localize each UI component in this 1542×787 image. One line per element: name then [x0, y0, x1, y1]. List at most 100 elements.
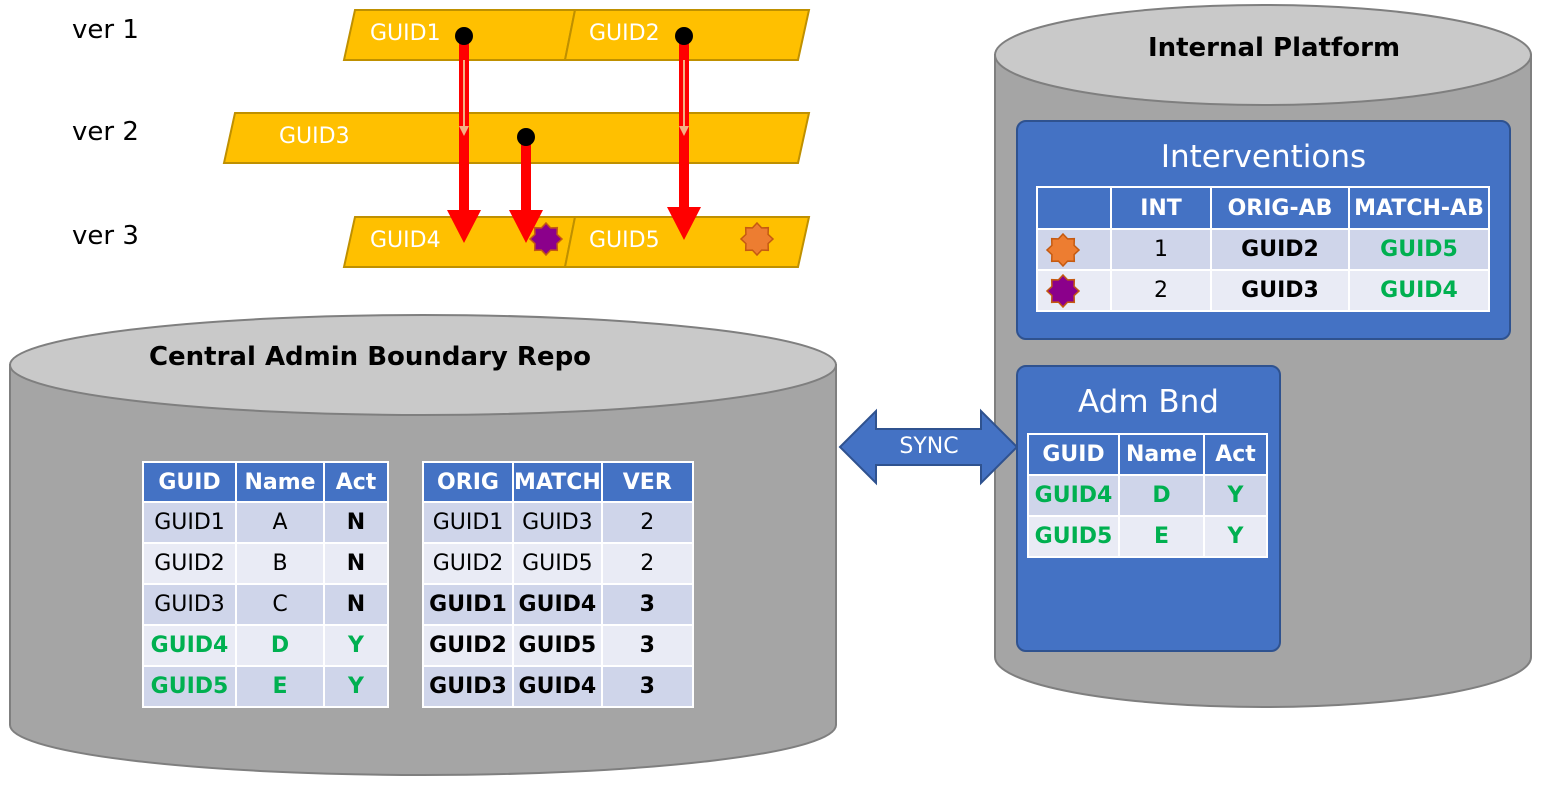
ver-2-label: ver 2 — [72, 117, 139, 147]
guid4-label: GUID4 — [370, 228, 441, 253]
col-act: Act — [1203, 433, 1268, 476]
cell: Y — [323, 624, 389, 667]
cell: GUID2 — [422, 542, 514, 585]
cell: 2 — [600, 501, 694, 544]
col-guid: GUID — [142, 461, 237, 503]
col-match: MATCH — [512, 461, 603, 503]
purple-star-icon — [1046, 273, 1080, 308]
col-star — [1036, 186, 1112, 230]
purple-star-icon — [528, 221, 564, 257]
interventions-title: Interventions — [1160, 139, 1367, 175]
cell: GUID4 — [142, 624, 237, 667]
ver-3-label: ver 3 — [72, 221, 139, 251]
cell: N — [323, 501, 389, 544]
table-row: GUID3 C N — [142, 583, 389, 626]
boundary-table: GUID Name Act GUID1 A N GUID2 B N GUID3 … — [142, 461, 389, 708]
cell: 2 — [1110, 269, 1212, 312]
arrow-shaft-guid3 — [521, 137, 531, 214]
guid5-label: GUID5 — [589, 228, 660, 253]
cell: GUID5 — [1027, 515, 1120, 558]
cell: B — [235, 542, 325, 585]
col-orig: ORIG — [422, 461, 514, 503]
orange-star-icon — [739, 221, 775, 257]
cell: GUID2 — [142, 542, 237, 585]
cell: GUID1 — [142, 501, 237, 544]
col-ver: VER — [600, 461, 694, 503]
cell: GUID1 — [422, 583, 514, 626]
dot-guid2 — [675, 27, 693, 45]
cell: GUID5 — [512, 624, 603, 667]
table-row: GUID2 B N — [142, 542, 389, 585]
col-int: INT — [1110, 186, 1212, 230]
match-arrows — [447, 36, 701, 243]
col-act: Act — [323, 461, 389, 503]
cell: GUID1 — [422, 501, 514, 544]
table-row: GUID2 GUID5 3 — [422, 624, 694, 667]
table-row: GUID4 D Y — [1027, 474, 1268, 517]
cell: 1 — [1110, 228, 1212, 271]
cell: 3 — [600, 665, 694, 708]
col-match-ab: MATCH-AB — [1348, 186, 1490, 230]
cell: GUID3 — [1210, 269, 1350, 312]
central-repo-title: Central Admin Boundary Repo — [148, 342, 592, 372]
cell: E — [235, 665, 325, 708]
table-row: GUID5 E Y — [1027, 515, 1268, 558]
cell: N — [323, 583, 389, 626]
cell: E — [1118, 515, 1205, 558]
cell: GUID4 — [512, 665, 603, 708]
cell: GUID4 — [1027, 474, 1120, 517]
cell: GUID4 — [1348, 269, 1490, 312]
cell: N — [323, 542, 389, 585]
table-row: GUID1 A N — [142, 501, 389, 544]
cell: 2 — [600, 542, 694, 585]
guid3-label: GUID3 — [279, 124, 350, 149]
cell: GUID5 — [142, 665, 237, 708]
sync-label: SYNC — [899, 434, 959, 459]
cell: Y — [323, 665, 389, 708]
star-cell — [1036, 228, 1112, 271]
table-row: GUID4 D Y — [142, 624, 389, 667]
bar-guid3 — [222, 112, 811, 164]
star-cell — [1036, 269, 1112, 312]
arrow-head-guid3 — [509, 210, 543, 243]
cell: GUID3 — [512, 501, 603, 544]
col-guid: GUID — [1027, 433, 1120, 476]
adm-bnd-table: GUID Name Act GUID4 D Y GUID5 E Y — [1027, 433, 1268, 558]
guid1-label: GUID1 — [370, 21, 441, 46]
table-row: GUID5 E Y — [142, 665, 389, 708]
table-row: 2 GUID3 GUID4 — [1036, 269, 1490, 312]
col-name: Name — [1118, 433, 1205, 476]
cell: GUID5 — [1348, 228, 1490, 271]
table-row: GUID1 GUID3 2 — [422, 501, 694, 544]
arrow-head-guid2 — [667, 207, 701, 240]
match-table: ORIG MATCH VER GUID1 GUID3 2 GUID2 GUID5… — [422, 461, 694, 708]
table-row: GUID2 GUID5 2 — [422, 542, 694, 585]
cell: Y — [1203, 515, 1268, 558]
table-row: GUID1 GUID4 3 — [422, 583, 694, 626]
cell: Y — [1203, 474, 1268, 517]
col-name: Name — [235, 461, 325, 503]
table-row: 1 GUID2 GUID5 — [1036, 228, 1490, 271]
internal-platform-title: Internal Platform — [1147, 33, 1401, 63]
cell: A — [235, 501, 325, 544]
cell: C — [235, 583, 325, 626]
guid2-label: GUID2 — [589, 21, 660, 46]
cell: GUID4 — [512, 583, 603, 626]
cell: 3 — [600, 583, 694, 626]
ver-1-label: ver 1 — [72, 15, 139, 45]
cell: D — [1118, 474, 1205, 517]
table-row: GUID3 GUID4 3 — [422, 665, 694, 708]
cell: GUID2 — [1210, 228, 1350, 271]
cell: GUID3 — [142, 583, 237, 626]
cell: GUID5 — [512, 542, 603, 585]
orange-star-icon — [1046, 232, 1080, 267]
interventions-table: INT ORIG-AB MATCH-AB 1 GUID2 GUID5 2 GUI… — [1036, 186, 1490, 312]
arrow-head-guid1 — [447, 210, 481, 243]
cell: GUID2 — [422, 624, 514, 667]
dot-guid3 — [517, 128, 535, 146]
cell: 3 — [600, 624, 694, 667]
cell: GUID3 — [422, 665, 514, 708]
dot-guid1 — [455, 27, 473, 45]
cell: D — [235, 624, 325, 667]
adm-bnd-title: Adm Bnd — [1078, 384, 1219, 420]
